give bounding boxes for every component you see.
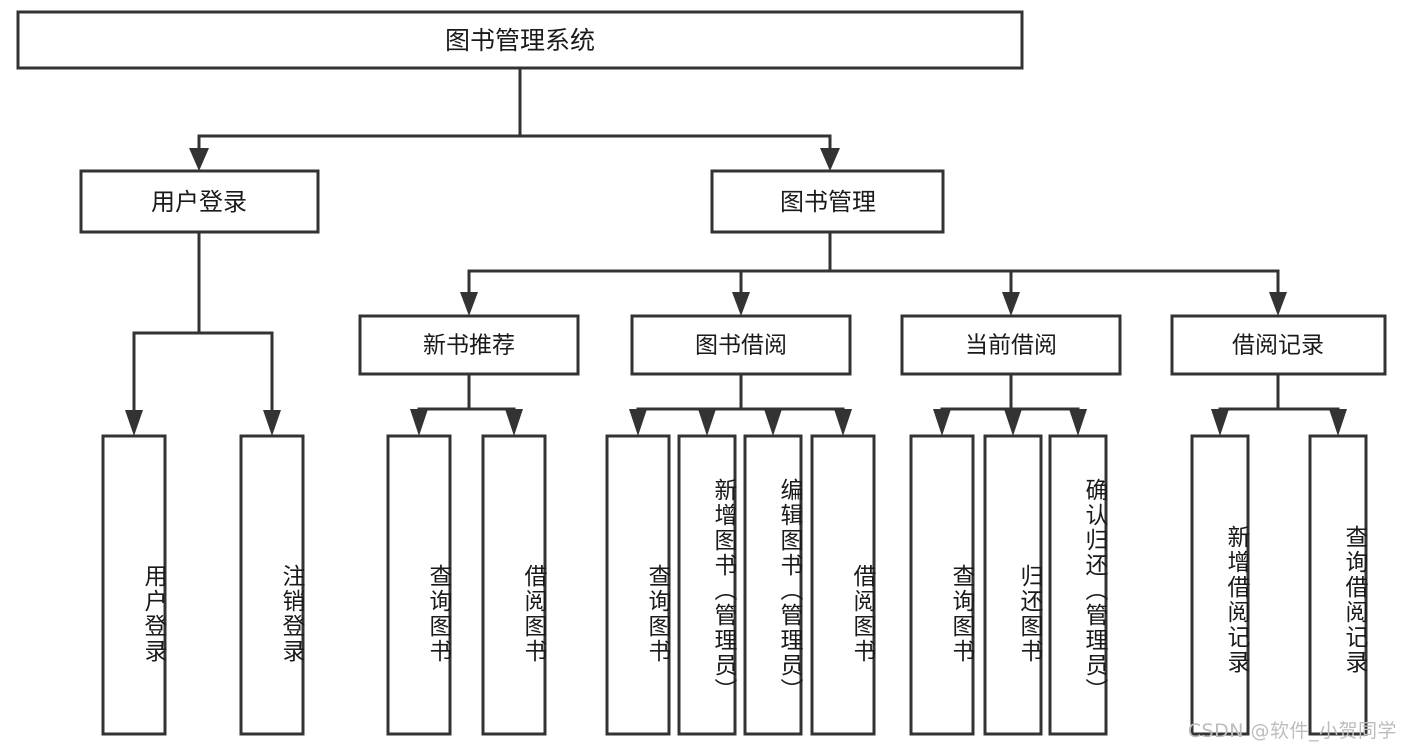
arrow-head-leaf-confirm-return [1069,409,1087,436]
arrow-head-leaf-logout [263,410,281,436]
arrow-head-leaf-query-book-1 [410,409,428,436]
node-borrow-record-box[interactable] [1170,314,1387,376]
node-user-login[interactable]: 用户登录 [79,169,320,234]
node-leaf-add-record-box[interactable] [1190,434,1250,736]
node-borrow-record-label: 借阅记录 [1232,333,1324,359]
node-new-book-recommend[interactable]: 新书推荐 [358,314,580,376]
node-user-login-label: 用户登录 [151,188,247,216]
arrow-head-leaf-borrow-book-2 [834,409,852,436]
arrow-head-borrow-record [1269,292,1287,316]
arrow-head-leaf-query-book-2 [629,409,647,436]
node-leaf-return-book-box[interactable] [983,434,1043,736]
arrow-head-leaf-return-book [1004,409,1022,436]
node-leaf-confirm-return-box[interactable] [1048,434,1108,736]
arrow-head-leaf-add-record [1211,409,1229,436]
node-current-borrow-label: 当前借阅 [965,333,1057,359]
node-book-borrow-label: 图书借阅 [695,333,787,359]
arrow-head-user-login [189,148,209,171]
arrow-head-leaf-add-book [698,409,716,436]
node-leaf-query-book-3-box[interactable] [909,434,975,736]
arrow-head-leaf-edit-book [764,409,782,436]
node-book-manage-label: 图书管理 [780,188,876,216]
node-root-label: 图书管理系统 [445,26,595,55]
node-new-book-recommend-label: 新书推荐 [423,333,515,359]
arrow-head-leaf-user-login [125,410,143,436]
arrow-head-book-borrow [732,292,750,316]
leaf-layer [101,434,1368,736]
arrow-head-new-book-recommend [460,292,478,316]
node-borrow-record[interactable]: 借阅记录 [1170,314,1387,376]
arrow-head-current-borrow [1002,292,1020,316]
arrow-head-leaf-borrow-book-1 [505,409,523,436]
node-leaf-add-book-box[interactable] [677,434,737,736]
node-root-box[interactable] [16,10,1024,70]
node-book-manage-box[interactable] [710,169,945,234]
node-current-borrow-box[interactable] [900,314,1122,376]
node-leaf-query-record-box[interactable] [1308,434,1368,736]
arrow-head-book-manage [820,148,840,171]
node-root[interactable]: 图书管理系统 [16,10,1024,70]
node-current-borrow[interactable]: 当前借阅 [900,314,1122,376]
node-book-borrow[interactable]: 图书借阅 [630,314,852,376]
node-book-borrow-box[interactable] [630,314,852,376]
watermark-text: CSDN @软件_小贺同学 [1187,720,1397,742]
node-leaf-user-login-box[interactable] [101,434,167,736]
node-leaf-query-book-2-box[interactable] [605,434,671,736]
node-book-manage[interactable]: 图书管理 [710,169,945,234]
node-leaf-borrow-book-2-box[interactable] [810,434,876,736]
connector-layer [125,66,1347,436]
node-leaf-borrow-book-1-box[interactable] [481,434,547,736]
node-leaf-logout-box[interactable] [239,434,305,736]
node-new-book-recommend-box[interactable] [358,314,580,376]
node-user-login-box[interactable] [79,169,320,234]
node-leaf-edit-book-box[interactable] [743,434,803,736]
arrow-head-leaf-query-book-3 [933,409,951,436]
node-leaf-query-book-1-box[interactable] [386,434,452,736]
arrow-head-leaf-query-record [1329,409,1347,436]
